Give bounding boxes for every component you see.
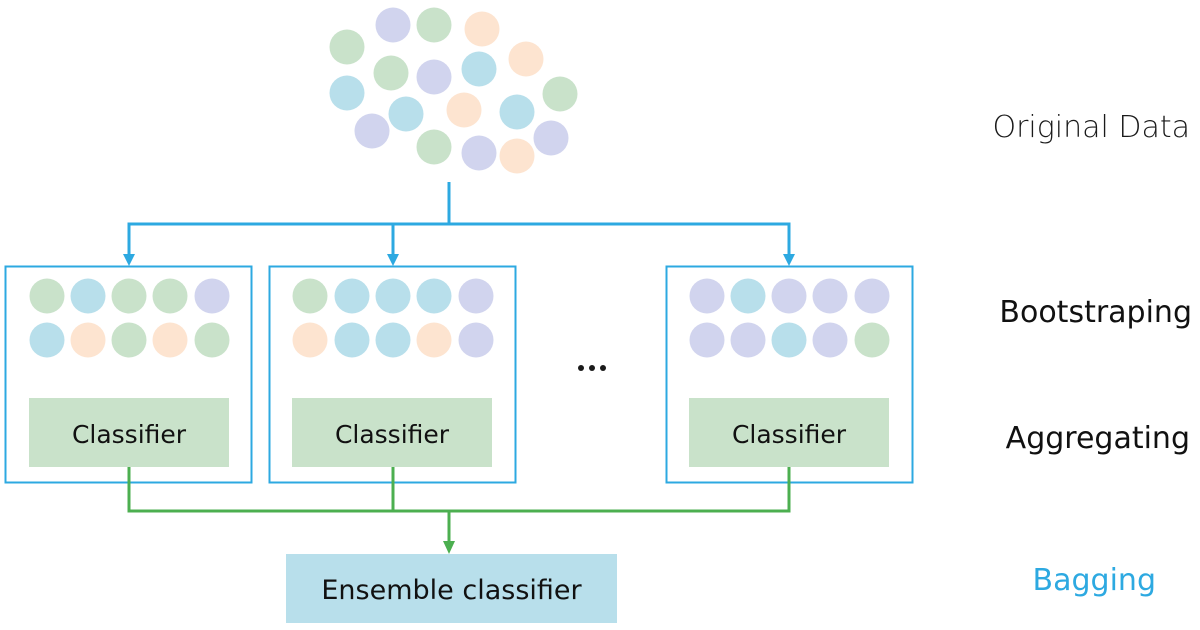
sample-point-purple xyxy=(771,278,807,314)
sample-point-blue xyxy=(416,278,452,314)
bootstrap-sample-2: Classifier xyxy=(268,265,517,484)
sample-point-blue xyxy=(334,278,370,314)
sample-point-orange xyxy=(416,322,452,358)
stage-label-aggregating: Aggregating xyxy=(1006,421,1190,456)
stage-label-bagging: Bagging xyxy=(1033,563,1156,598)
data-point-purple xyxy=(354,113,390,149)
classifier-box xyxy=(292,398,492,467)
data-point-orange xyxy=(508,41,544,77)
data-point-orange xyxy=(464,11,500,47)
sample-point-purple xyxy=(194,278,230,314)
bootstrap-sample-1: Classifier xyxy=(4,265,253,484)
sample-point-orange xyxy=(292,322,328,358)
data-point-purple xyxy=(533,120,569,156)
sample-point-blue xyxy=(29,322,65,358)
classifier-box xyxy=(29,398,229,467)
arrow-down-icon xyxy=(443,541,455,554)
arrow-down-icon xyxy=(783,254,795,266)
sample-point-purple xyxy=(458,278,494,314)
sample-point-orange xyxy=(152,322,188,358)
ensemble-classifier-box xyxy=(286,554,617,623)
data-point-blue xyxy=(499,94,535,130)
data-point-purple xyxy=(416,59,452,95)
ellipsis-icon xyxy=(578,365,606,371)
data-point-green xyxy=(542,76,578,112)
sample-point-blue xyxy=(375,278,411,314)
bootstrap-split-connector xyxy=(123,182,795,266)
sample-point-green xyxy=(111,322,147,358)
data-point-orange xyxy=(446,92,482,128)
original-data-cloud xyxy=(329,7,578,174)
stage-label-bootstrapping: Bootstraping xyxy=(999,295,1192,330)
sample-point-purple xyxy=(458,322,494,358)
sample-point-blue xyxy=(730,278,766,314)
arrow-down-icon xyxy=(387,254,399,266)
data-point-green xyxy=(416,7,452,43)
sample-point-purple xyxy=(689,278,725,314)
sample-point-purple xyxy=(812,278,848,314)
data-point-blue xyxy=(461,51,497,87)
classifier-box xyxy=(689,398,889,467)
ensemble-classifier: Ensemble classifier xyxy=(286,554,617,623)
classifier-label: Classifier xyxy=(72,420,187,449)
sample-point-green xyxy=(194,322,230,358)
sample-point-purple xyxy=(812,322,848,358)
stage-label-original-data: Original Data xyxy=(992,110,1190,145)
classifier-label: Classifier xyxy=(732,420,847,449)
sample-point-green xyxy=(29,278,65,314)
bootstrap-samples: Classifier Classifier Classifier xyxy=(4,265,914,484)
sample-point-green xyxy=(111,278,147,314)
ensemble-classifier-label: Ensemble classifier xyxy=(321,575,582,606)
sample-point-purple xyxy=(854,278,890,314)
data-point-purple xyxy=(375,7,411,43)
data-point-orange xyxy=(499,138,535,174)
sample-point-purple xyxy=(689,322,725,358)
bootstrap-sample-3: Classifier xyxy=(665,265,914,484)
data-point-purple xyxy=(461,135,497,171)
data-point-blue xyxy=(388,96,424,132)
sample-point-green xyxy=(152,278,188,314)
data-point-blue xyxy=(329,75,365,111)
classifier-label: Classifier xyxy=(335,420,450,449)
sample-point-blue xyxy=(375,322,411,358)
sample-point-blue xyxy=(70,278,106,314)
sample-point-purple xyxy=(730,322,766,358)
sample-point-blue xyxy=(334,322,370,358)
sample-point-orange xyxy=(70,322,106,358)
sample-point-green xyxy=(854,322,890,358)
data-point-green xyxy=(329,29,365,65)
sample-point-green xyxy=(292,278,328,314)
sample-point-blue xyxy=(771,322,807,358)
aggregate-connector xyxy=(127,467,791,554)
data-point-green xyxy=(373,55,409,91)
arrow-down-icon xyxy=(123,254,135,266)
data-point-green xyxy=(416,129,452,165)
